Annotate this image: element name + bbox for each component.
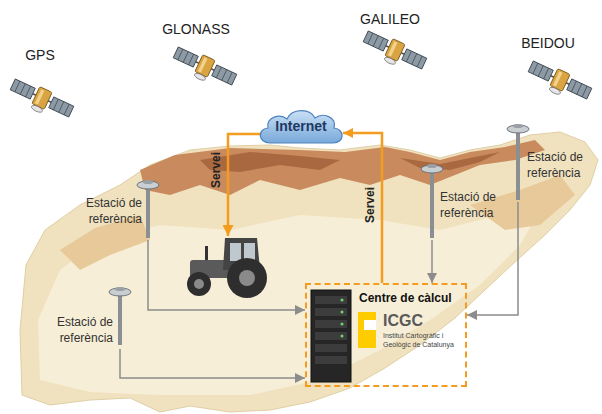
antenna-symbol bbox=[513, 124, 523, 128]
logo-mark bbox=[358, 312, 376, 348]
server-icon bbox=[315, 344, 347, 352]
tractor-symbol bbox=[187, 238, 267, 298]
station-label: Estació de referència bbox=[80, 196, 142, 227]
reference-station: Estació de referència bbox=[80, 178, 160, 240]
antenna-symbol bbox=[516, 129, 520, 200]
system-name: GPS bbox=[25, 47, 55, 64]
logo-mark bbox=[364, 320, 376, 330]
internet-cloud: Internet bbox=[255, 105, 347, 147]
system-name: GLONASS bbox=[162, 21, 230, 38]
server-icon bbox=[341, 323, 344, 326]
satellite-symbol bbox=[525, 58, 594, 107]
system-name: BEIDOU bbox=[521, 35, 575, 52]
logo-name: Institut Cartogràfic i Geològic de Catal… bbox=[383, 331, 461, 349]
antenna-symbol bbox=[109, 288, 131, 296]
reference-station: Estació de referència bbox=[505, 122, 597, 202]
antenna-symbol bbox=[507, 125, 529, 133]
satellite-symbol bbox=[7, 76, 76, 125]
antenna-symbol bbox=[507, 124, 529, 200]
reference-station: Estació de referència bbox=[55, 285, 135, 349]
server-icon bbox=[341, 299, 344, 302]
station-label: Estació de referència bbox=[440, 190, 506, 221]
system-name: GALILEO bbox=[360, 11, 420, 28]
server-icon bbox=[315, 308, 347, 316]
tractor-symbol bbox=[230, 243, 241, 261]
map-lowland bbox=[38, 210, 540, 395]
connector bbox=[120, 349, 305, 378]
station-label: Estació de referència bbox=[55, 315, 113, 346]
computing-centre: Centre de càlculICGCInstitut Cartogràfic… bbox=[305, 283, 467, 387]
service-label: Servei bbox=[209, 152, 223, 188]
server-icon bbox=[311, 290, 351, 382]
catalonia-map bbox=[20, 132, 598, 412]
map-ground bbox=[20, 132, 598, 412]
service-arrow bbox=[228, 134, 261, 236]
antenna-symbol bbox=[146, 185, 150, 238]
map-mountains bbox=[140, 140, 545, 195]
antenna-symbol bbox=[421, 165, 443, 173]
connector bbox=[343, 133, 382, 283]
tractor-symbol bbox=[205, 246, 208, 261]
satellite-symbol bbox=[360, 28, 429, 77]
logo-mark bbox=[358, 312, 376, 348]
antenna-symbol bbox=[118, 292, 122, 345]
tractor-symbol bbox=[227, 258, 267, 298]
antenna-symbol bbox=[427, 164, 437, 168]
reference-station: Estació de referència bbox=[420, 162, 510, 240]
satellite-symbol bbox=[170, 44, 239, 93]
tractor-symbol bbox=[187, 272, 211, 296]
server-icon bbox=[341, 335, 344, 338]
cloud-label: Internet bbox=[255, 105, 347, 147]
server-icon bbox=[315, 332, 347, 340]
tractor-symbol bbox=[194, 279, 204, 289]
map-mountains bbox=[400, 152, 500, 170]
antenna-symbol bbox=[421, 164, 443, 238]
station-label: Estació de referència bbox=[527, 150, 593, 181]
antenna-symbol bbox=[137, 181, 159, 189]
antenna-symbol bbox=[143, 180, 153, 184]
antenna-symbol bbox=[115, 287, 125, 291]
connector bbox=[431, 240, 433, 283]
connector bbox=[148, 240, 305, 310]
server-icon bbox=[315, 356, 347, 364]
tractor-symbol bbox=[239, 270, 255, 286]
antenna-symbol bbox=[430, 169, 434, 238]
edge-label: Servei bbox=[363, 187, 377, 223]
logo-acronym: ICGC bbox=[383, 311, 423, 332]
server-icon bbox=[341, 311, 344, 314]
centre-title: Centre de càlcul bbox=[359, 291, 452, 307]
server-icon bbox=[311, 290, 351, 382]
server-icon bbox=[315, 320, 347, 328]
server-icon bbox=[315, 296, 347, 304]
